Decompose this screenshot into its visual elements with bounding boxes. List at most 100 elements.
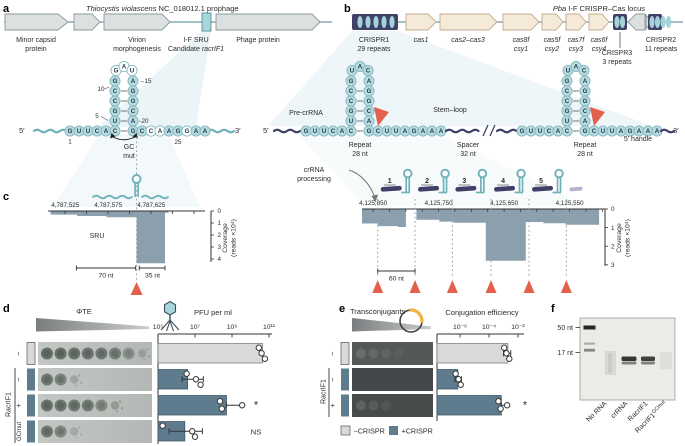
svg-text:A: A <box>655 128 660 135</box>
cleavage-site-marker <box>446 280 458 293</box>
legend-label-plus-crispr: +CRISPR <box>402 427 433 436</box>
svg-text:A: A <box>574 64 579 71</box>
y-tick-label: 1 <box>218 220 222 227</box>
x-tick-label: 4,125,650 <box>490 200 519 207</box>
row-label: − <box>14 351 23 356</box>
y-tick-label: 0 <box>218 208 222 215</box>
marker-50nt: 50 nt <box>557 325 573 332</box>
spacer-nt: 32 nt <box>460 151 476 159</box>
y-tick-label: 2 <box>218 232 222 239</box>
svg-text:C: C <box>113 88 118 95</box>
svg-text:U: U <box>566 68 571 75</box>
svg-text:C: C <box>113 128 118 135</box>
crispr2-repeats: 11 repeats <box>644 46 678 54</box>
svg-text:C: C <box>547 128 552 135</box>
racrif1-group-label-d: RacrIF1 <box>5 392 13 417</box>
gene-minor-capsid <box>4 13 69 31</box>
gene-label-sru-line2: Candidate racrIF1 <box>150 45 242 54</box>
gene-map-crispr-locus <box>352 13 683 48</box>
pfu-axis-title: PFU per ml <box>194 308 232 317</box>
gene-phage-protein <box>215 13 321 31</box>
data-point <box>183 370 190 377</box>
species-name: Thiocystis violascens <box>86 4 157 13</box>
svg-text:C: C <box>331 128 336 135</box>
svg-text:U: U <box>538 128 543 135</box>
crispr-status-box <box>27 368 35 391</box>
cas5f: cas5f <box>543 37 561 44</box>
panel-d-letter: d <box>3 303 10 315</box>
svg-text:A: A <box>167 128 172 135</box>
csy1: csy1 <box>513 46 529 54</box>
svg-text:U: U <box>394 128 399 135</box>
band-racrif1 <box>641 356 655 361</box>
row-label: − <box>14 377 23 382</box>
svg-text:G: G <box>367 128 372 135</box>
cleavage-site-marker <box>560 280 572 293</box>
x-tick-label: 10⁻⁴ <box>482 324 496 331</box>
x-tick-label: 10⁵ <box>153 324 164 331</box>
csy3: csy3 <box>568 46 584 54</box>
data-point <box>457 381 464 388</box>
five-prime-b: 5′ <box>263 126 269 135</box>
svg-text:A: A <box>421 128 426 135</box>
cas6f: cas6f <box>590 37 608 44</box>
plate-row <box>38 342 152 365</box>
crispr2-name: CRISPR2 <box>645 37 677 44</box>
svg-text:G: G <box>520 128 525 135</box>
y-tick-label: 3 <box>611 262 615 269</box>
spacer-bar <box>418 185 440 192</box>
data-point <box>218 405 226 412</box>
three-prime-b: 3′ <box>673 126 679 135</box>
gene-label-sru-line1: I-F SRU <box>183 37 209 44</box>
gene-cas2-cas3 <box>439 13 498 31</box>
svg-text:C: C <box>95 128 100 135</box>
gene-label-cas1: cas1 <box>413 37 429 44</box>
svg-text:U: U <box>313 128 318 135</box>
svg-text:G: G <box>412 128 417 135</box>
pre-crrna-label: Pre-crRNA <box>289 110 323 117</box>
conjugation-axis-title: Conjugation efficiency <box>445 308 519 317</box>
partial-spacer-bar <box>569 186 583 192</box>
cleavage-site-marker <box>372 280 384 293</box>
svg-text:C: C <box>149 128 154 135</box>
svg-text:G: G <box>68 128 73 135</box>
svg-text:U: U <box>601 128 606 135</box>
scalebar-70nt: 70 nt <box>98 273 113 280</box>
svg-text:G: G <box>131 88 136 95</box>
svg-text:U: U <box>610 128 615 135</box>
dilution-gradient <box>36 318 149 332</box>
svg-text:C: C <box>565 88 570 95</box>
svg-text:1: 1 <box>68 139 72 146</box>
svg-text:G: G <box>367 88 372 95</box>
data-point <box>197 381 204 388</box>
svg-text:A: A <box>403 128 408 135</box>
svg-text:G: G <box>113 78 118 85</box>
cleavage-site-marker <box>485 280 497 293</box>
svg-text:C: C <box>366 68 371 75</box>
svg-text:G: G <box>304 128 309 135</box>
gene-cas7f <box>565 13 587 31</box>
plaque-assay-plates: −−+GCmut <box>14 318 152 443</box>
svg-text:C: C <box>582 68 587 75</box>
svg-text:C: C <box>349 128 354 135</box>
svg-text:G: G <box>367 98 372 105</box>
crispr-status-box <box>27 420 35 443</box>
racrif1-gene-name: racrIF1 <box>201 46 225 53</box>
svg-text:A: A <box>439 128 444 135</box>
spacer-bar <box>455 185 477 192</box>
svg-text:C: C <box>376 128 381 135</box>
locus-title-rest: I-F CRISPR–Cas locus <box>566 4 645 13</box>
data-point <box>258 350 265 357</box>
svg-text:U: U <box>77 128 82 135</box>
svg-text:G: G <box>349 78 354 85</box>
phage-te-label: ΦTE <box>76 307 92 316</box>
gene-label-minor-capsid: Minor capsid protein <box>16 37 56 54</box>
gene-unnamed-left <box>627 13 646 31</box>
legend-swatch-plus-crispr <box>389 426 398 435</box>
y-axis-title-units: (reads ×10⁴) <box>625 219 632 257</box>
panel-a-letter: a <box>3 3 10 15</box>
spacer-bar <box>532 185 553 192</box>
svg-text:C: C <box>592 128 597 135</box>
